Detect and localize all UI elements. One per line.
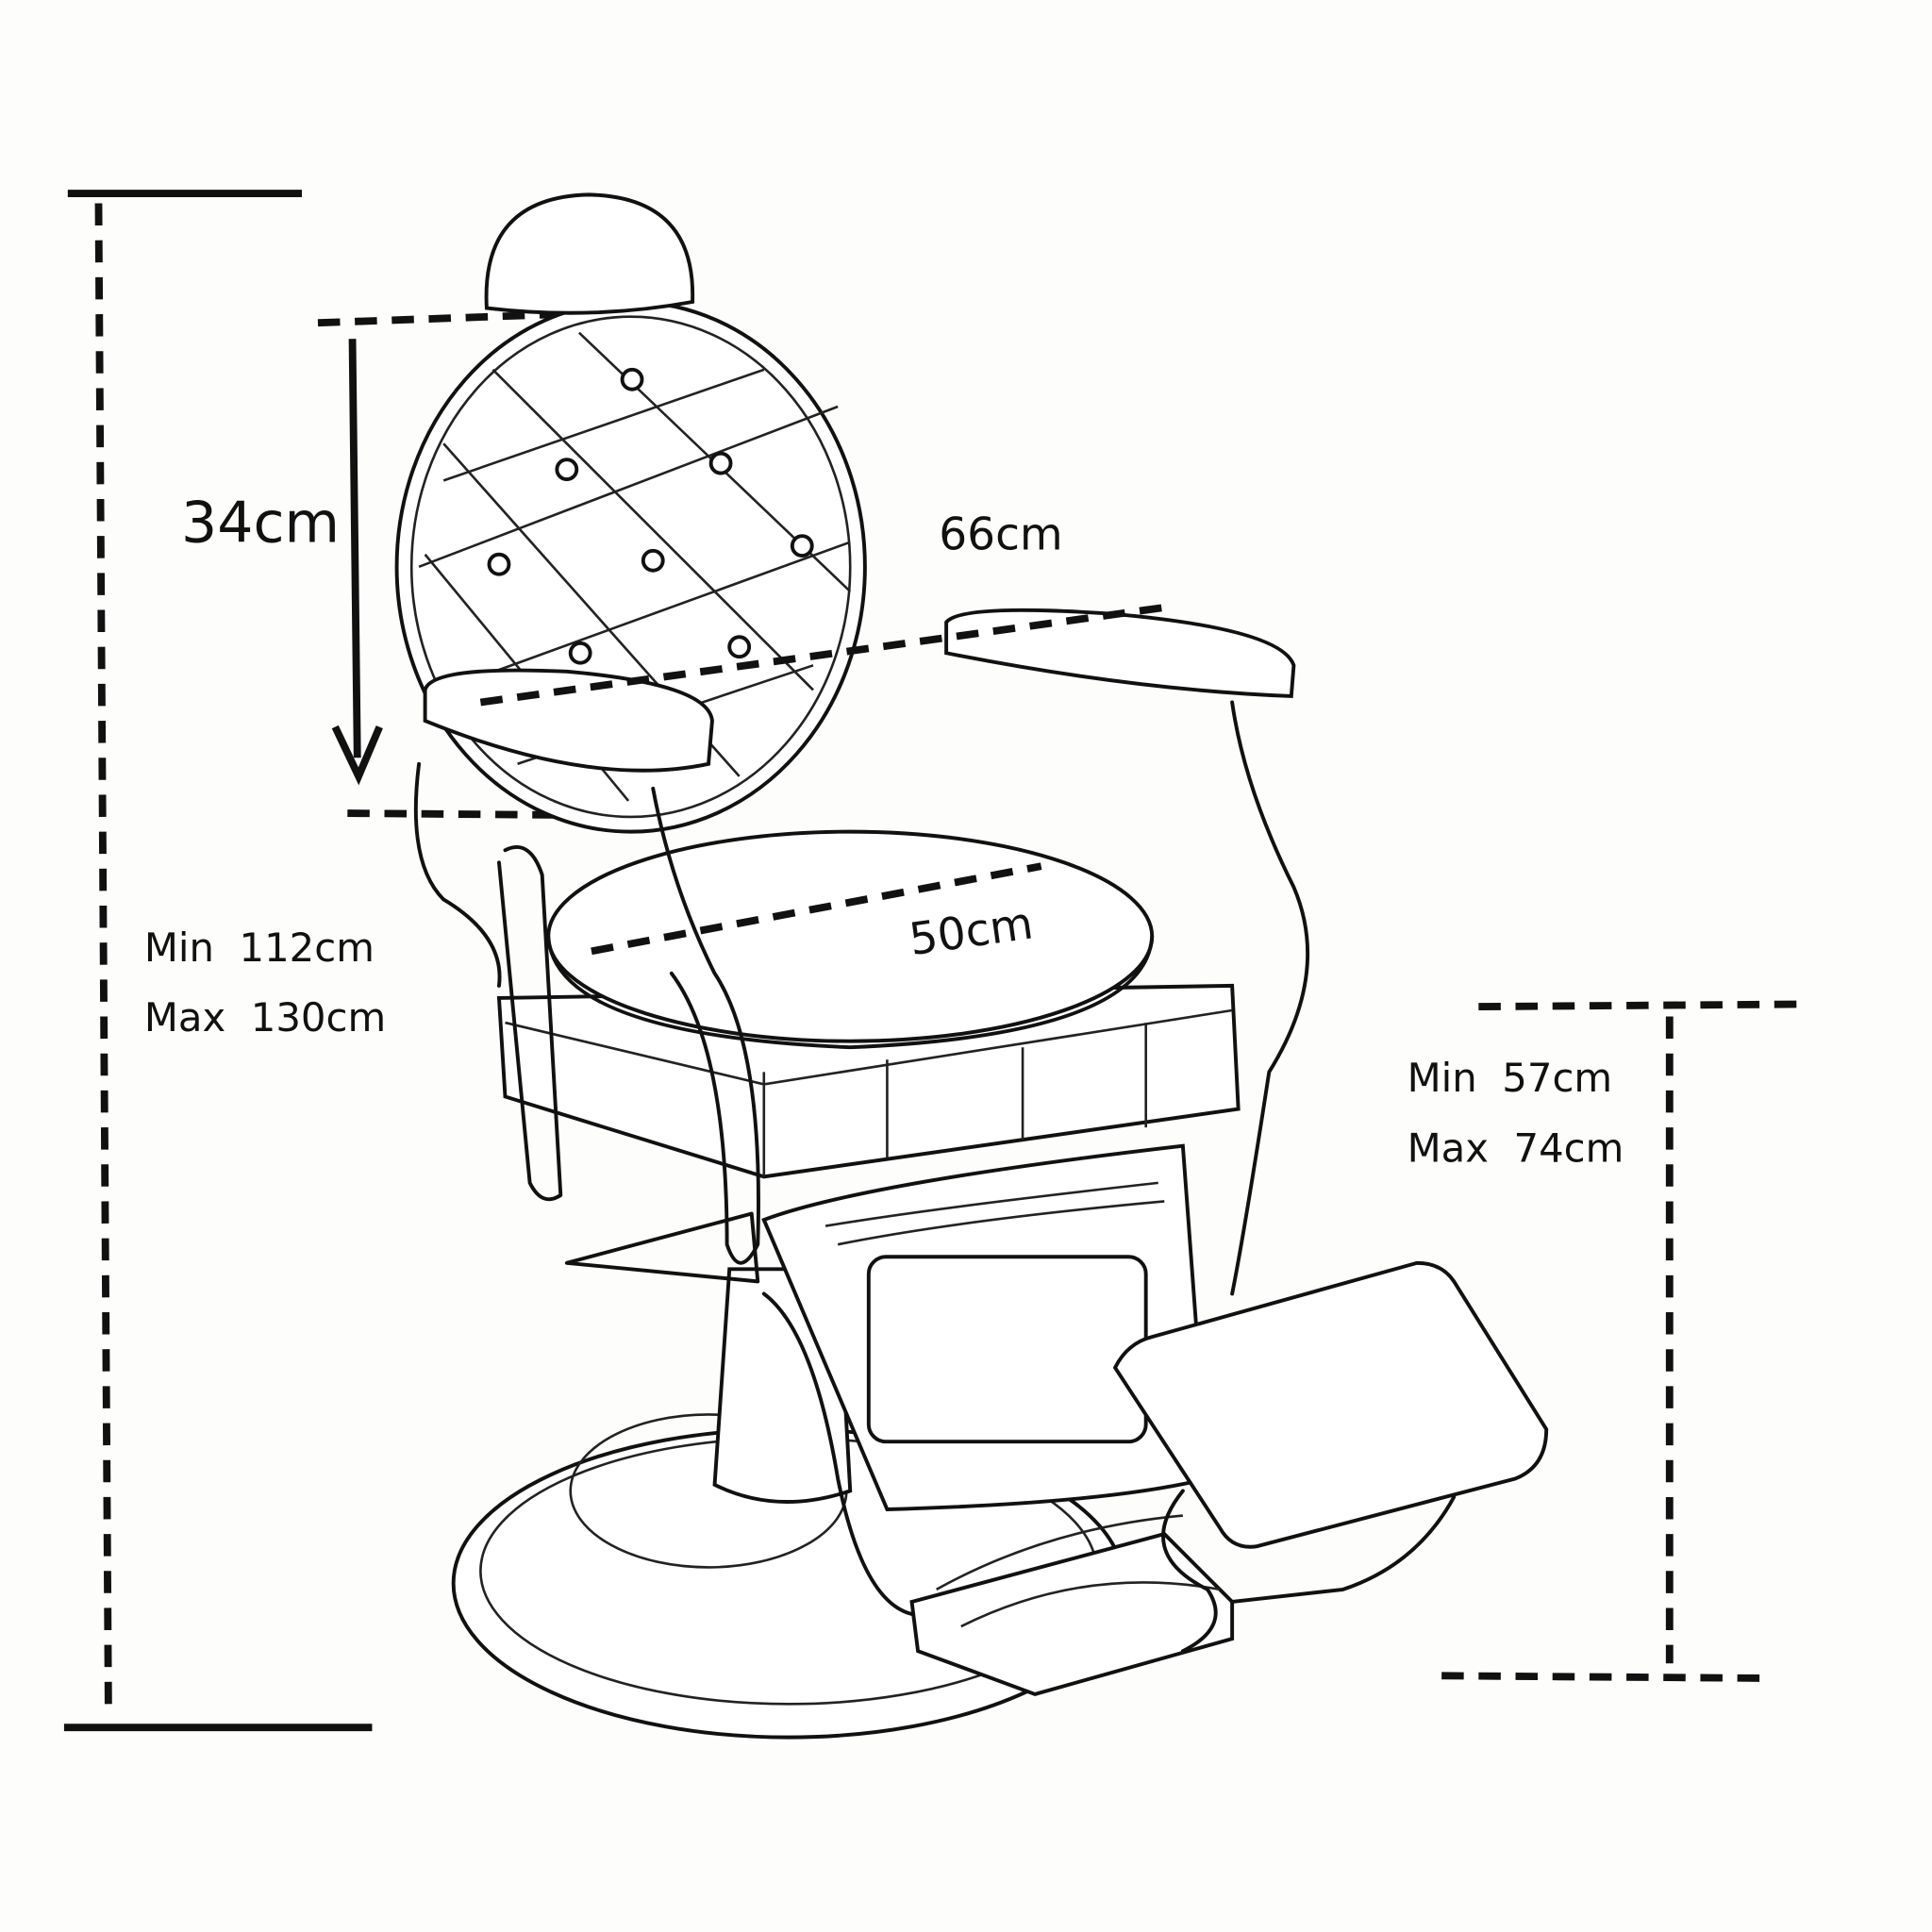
seat-height-max-label: Max 74cm — [1407, 1125, 1624, 1172]
seat-width-dimension — [591, 862, 1042, 956]
arm-width-dimension — [479, 604, 1165, 707]
barber-chair-drawing — [394, 192, 1549, 1740]
backrest-height-label: 34cm — [181, 491, 340, 557]
total-height-max-label: Max 130cm — [144, 994, 386, 1041]
backrest-dimension — [317, 307, 666, 820]
tufting-buttons — [487, 367, 814, 665]
total-height-min-label: Min 112cm — [144, 924, 375, 971]
arm-width-label: 66cm — [939, 509, 1062, 561]
seat-height-dimension — [1441, 1000, 1799, 1682]
total-height-dimension — [63, 190, 373, 1732]
seat-height-min-label: Min 57cm — [1407, 1055, 1613, 1101]
